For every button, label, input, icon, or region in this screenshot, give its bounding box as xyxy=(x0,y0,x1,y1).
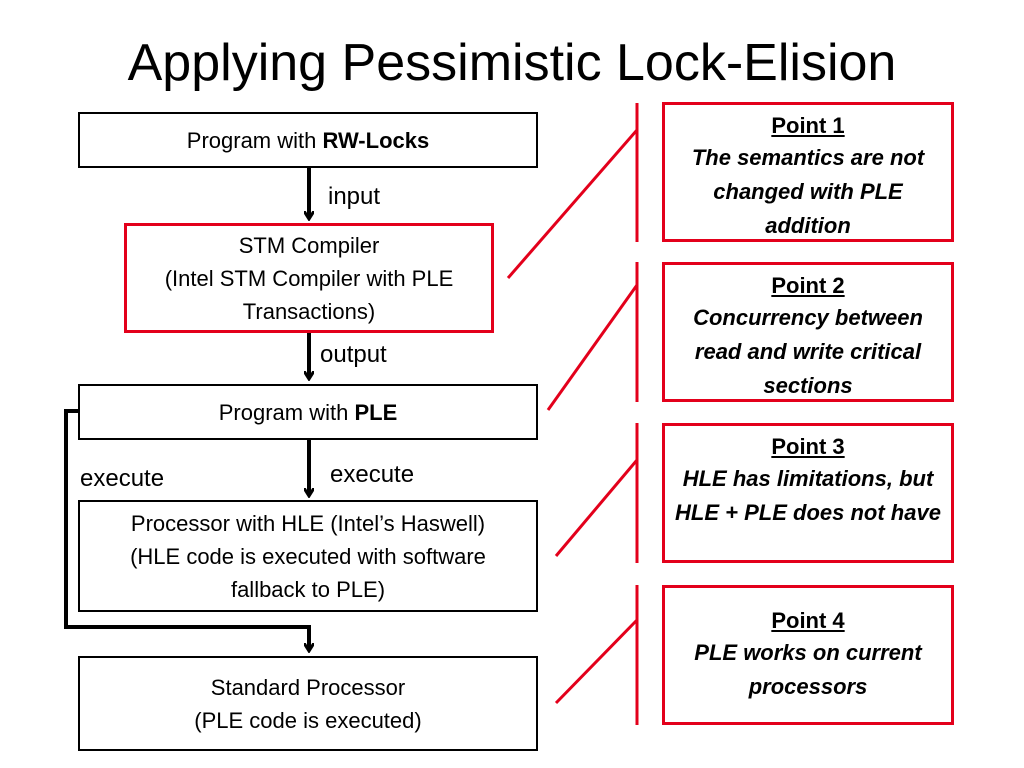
point-1-heading: Point 1 xyxy=(771,113,845,138)
label-execute-left: execute xyxy=(80,465,165,492)
box3-text: Program with xyxy=(218,399,355,425)
box-program-rwlocks: Program with RW-Locks xyxy=(78,112,538,168)
box1-text: Program with xyxy=(186,127,323,153)
box5-line1: Standard Processor xyxy=(210,674,406,700)
point-3-box: Point 3 HLE has limitations, but HLE + P… xyxy=(662,423,954,563)
callout-line-2 xyxy=(546,284,639,411)
label-execute-right: execute xyxy=(330,461,415,488)
box2-line2: (Intel STM Compiler with PLE xyxy=(164,265,454,291)
point-2-heading: Point 2 xyxy=(771,273,845,298)
point-3-heading: Point 3 xyxy=(771,434,845,459)
callout-line-3 xyxy=(554,459,639,557)
box4-line2: (HLE code is executed with software xyxy=(130,543,486,569)
box-program-ple: Program with PLE xyxy=(78,384,538,440)
label-input: input xyxy=(328,183,381,210)
box3-bold: PLE xyxy=(354,399,398,425)
box4-line1: Processor with HLE (Intel’s Haswell) xyxy=(130,510,486,536)
point-4-text: PLE works on current processors xyxy=(694,640,922,699)
box2-line1: STM Compiler xyxy=(238,232,380,258)
callout-line-1 xyxy=(506,129,639,279)
point-4-heading: Point 4 xyxy=(771,608,845,633)
box5-line2: (PLE code is executed) xyxy=(194,707,422,733)
box1-bold: RW-Locks xyxy=(322,127,430,153)
point-3-text: HLE has limitations, but HLE + PLE does … xyxy=(675,466,941,525)
callout-line-4 xyxy=(554,618,639,705)
slide-title: Applying Pessimistic Lock-Elision xyxy=(127,34,897,92)
point-2-text: Concurrency between read and write criti… xyxy=(693,305,923,398)
box-processor-hle: Processor with HLE (Intel’s Haswell) (HL… xyxy=(78,500,538,612)
point-4-box: Point 4 PLE works on current processors xyxy=(662,585,954,725)
arrow-execute-left xyxy=(64,409,309,650)
box2-line3: Transactions) xyxy=(242,298,376,324)
box4-line3: fallback to PLE) xyxy=(230,576,386,602)
label-output: output xyxy=(320,341,387,368)
point-1-box: Point 1 The semantics are not changed wi… xyxy=(662,102,954,242)
box-stm-compiler: STM Compiler (Intel STM Compiler with PL… xyxy=(124,223,494,333)
point-1-text: The semantics are not changed with PLE a… xyxy=(691,145,925,238)
box-standard-processor: Standard Processor (PLE code is executed… xyxy=(78,656,538,751)
point-2-box: Point 2 Concurrency between read and wri… xyxy=(662,262,954,402)
